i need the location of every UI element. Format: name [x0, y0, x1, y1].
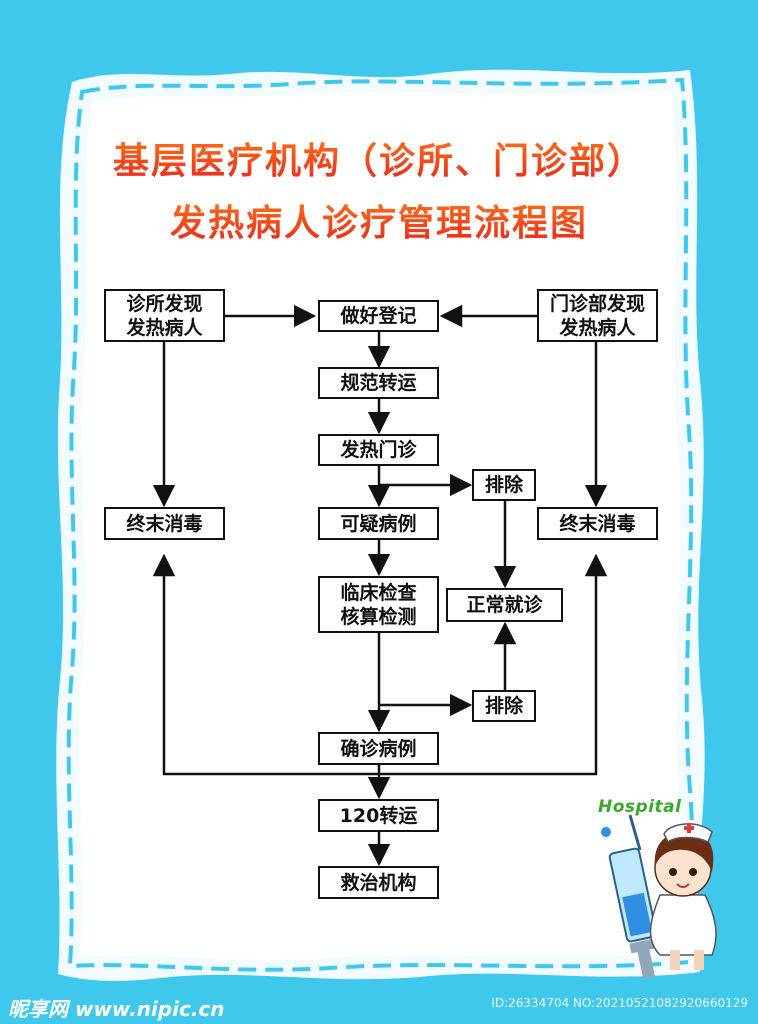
node-exclude-1: 排除	[472, 469, 536, 501]
nurse-illustration	[601, 814, 717, 979]
node-clinic-find: 诊所发现 发热病人	[104, 289, 225, 342]
node-transfer-120: 120转运	[318, 799, 439, 832]
node-normal-visit: 正常就诊	[446, 588, 563, 622]
hospital-logo-text: Hospital	[598, 797, 682, 817]
node-exam: 临床检查 核算检测	[318, 576, 439, 633]
node-confirmed: 确诊病例	[318, 732, 439, 765]
flow-connectors	[152, 304, 608, 867]
node-exclude-2: 排除	[472, 690, 536, 722]
node-disinfect-right: 终末消毒	[537, 507, 658, 540]
node-transfer: 规范转运	[318, 367, 439, 399]
watermark-site: 昵享网 www.nipic.cn	[8, 997, 225, 1021]
title-line-1: 基层医疗机构（诊所、门诊部）	[0, 132, 758, 184]
node-disinfect-left: 终末消毒	[104, 507, 225, 540]
title-line-2: 发热病人诊疗管理流程图	[0, 194, 758, 246]
node-treatment: 救治机构	[318, 866, 439, 899]
node-outpatient-find: 门诊部发现 发热病人	[537, 289, 658, 342]
node-fever-clinic: 发热门诊	[318, 434, 439, 466]
watermark-id: ID:26334704 NO:20210521082920660129	[491, 996, 748, 1010]
node-suspected: 可疑病例	[318, 507, 439, 540]
syringe-icon	[601, 814, 665, 979]
node-register: 做好登记	[318, 300, 439, 332]
